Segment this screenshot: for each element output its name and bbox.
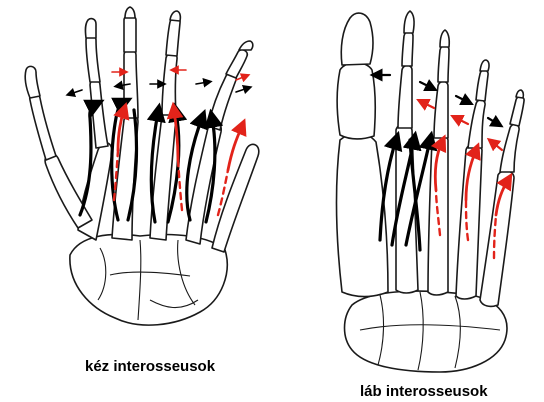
red-interosseous-tendons bbox=[112, 101, 247, 217]
red-interosseous-tendons-foot bbox=[430, 134, 513, 260]
foot-diagram: láb interosseusok bbox=[300, 0, 544, 402]
carpal-bones bbox=[69, 233, 229, 326]
black-interosseous-tendons-foot bbox=[378, 130, 438, 252]
hand-skeleton-illustration bbox=[24, 6, 260, 326]
metatarsals bbox=[335, 123, 515, 308]
movement-arrows-foot bbox=[369, 68, 504, 152]
foot-skeleton-illustration bbox=[335, 10, 525, 373]
foot-caption: láb interosseusok bbox=[360, 383, 488, 400]
toe-phalanges bbox=[336, 10, 525, 173]
hand-caption: kéz interosseusok bbox=[85, 358, 216, 375]
abduction-adduction-arrows bbox=[65, 65, 253, 98]
phalanges bbox=[24, 6, 254, 229]
hand-diagram: kéz interosseusok bbox=[24, 6, 260, 375]
